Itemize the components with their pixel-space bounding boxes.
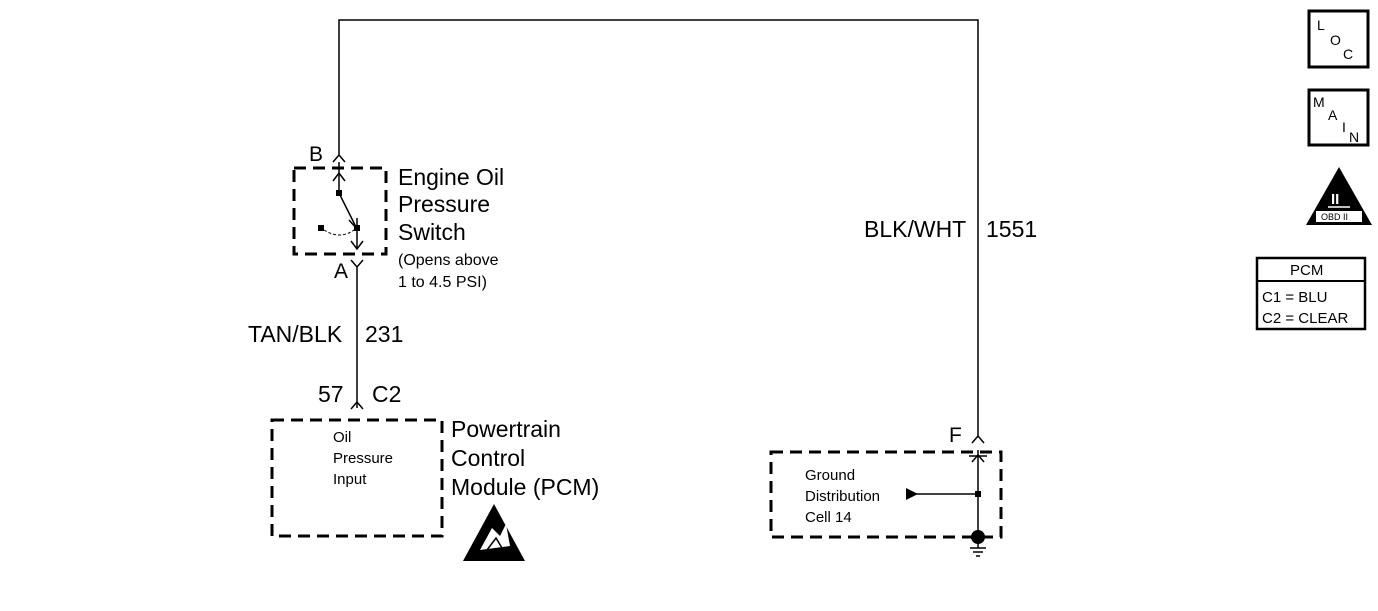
loc-legend-icon: L O C (1307, 9, 1370, 69)
switch-dashed-box (292, 166, 388, 256)
ground-inner-line1: Ground (805, 467, 855, 484)
obd-label: OBD II (1321, 212, 1348, 222)
connector-a-chevron (350, 259, 364, 269)
ground-splice-dot (971, 530, 985, 544)
pcm-title-line3: Module (PCM) (451, 474, 599, 500)
switch-title-line1: Engine Oil (398, 164, 504, 190)
pcm-pin-number: 57 (318, 381, 344, 407)
switch-title-line2: Pressure (398, 191, 490, 217)
switch-blade (338, 192, 357, 228)
wire-top-loop (338, 19, 979, 436)
pcm-connector-table: PCM C1 = BLU C2 = CLEAR (1255, 256, 1367, 331)
ground-inner-line2: Distribution (805, 488, 880, 505)
pcm-inner-line2: Pressure (333, 450, 393, 467)
obd-numeral: II (1331, 191, 1339, 208)
main-letter-m: M (1313, 94, 1325, 110)
switch-note-line1: (Opens above (398, 252, 499, 269)
pin-b-label: B (309, 143, 323, 166)
main-legend-icon: M A I N (1307, 88, 1370, 147)
wire-left-circuit: 231 (365, 321, 403, 347)
pin-a-label: A (334, 260, 348, 283)
pcm-table-header: PCM (1290, 262, 1323, 279)
main-letter-i: I (1342, 119, 1346, 135)
switch-note-line2: 1 to 4.5 PSI) (398, 274, 487, 291)
pcm-inner-line3: Input (333, 471, 367, 488)
ground-inner-line3: Cell 14 (805, 509, 852, 526)
obd-ii-icon: II OBD II (1306, 167, 1372, 225)
switch-title-line3: Switch (398, 219, 466, 245)
connector-57-chevron (350, 400, 364, 410)
ground-pin-label: F (949, 424, 962, 447)
switch-contact-bottom (354, 225, 360, 231)
loc-letter-l: L (1317, 17, 1325, 33)
pcm-connector-id: C2 (372, 381, 401, 407)
main-letter-a: A (1328, 107, 1338, 123)
connector-f-chevron (971, 434, 985, 444)
wire-right-color: BLK/WHT (864, 216, 966, 242)
oil-pressure-switch (292, 153, 388, 269)
pcm-dashed-box (270, 418, 444, 538)
pcm-inner-line1: Oil (333, 429, 351, 446)
pcm-table-row2: C2 = CLEAR (1262, 310, 1348, 327)
wire-right-circuit: 1551 (986, 216, 1037, 242)
wire-left-color: TAN/BLK (248, 321, 343, 347)
pcm-table-row1: C1 = BLU (1262, 289, 1327, 306)
connector-b-chevron (332, 153, 346, 163)
ground-arrow-head (906, 488, 918, 500)
loc-letter-o: O (1330, 32, 1341, 48)
ground-dashed-box (769, 450, 1003, 539)
loc-letter-c: C (1343, 46, 1353, 62)
main-letter-n: N (1349, 129, 1359, 145)
pcm-title-line1: Powertrain (451, 416, 561, 442)
pcm-title-line2: Control (451, 445, 525, 471)
ground-symbol-icon (970, 547, 986, 557)
esd-warning-icon (463, 504, 525, 561)
